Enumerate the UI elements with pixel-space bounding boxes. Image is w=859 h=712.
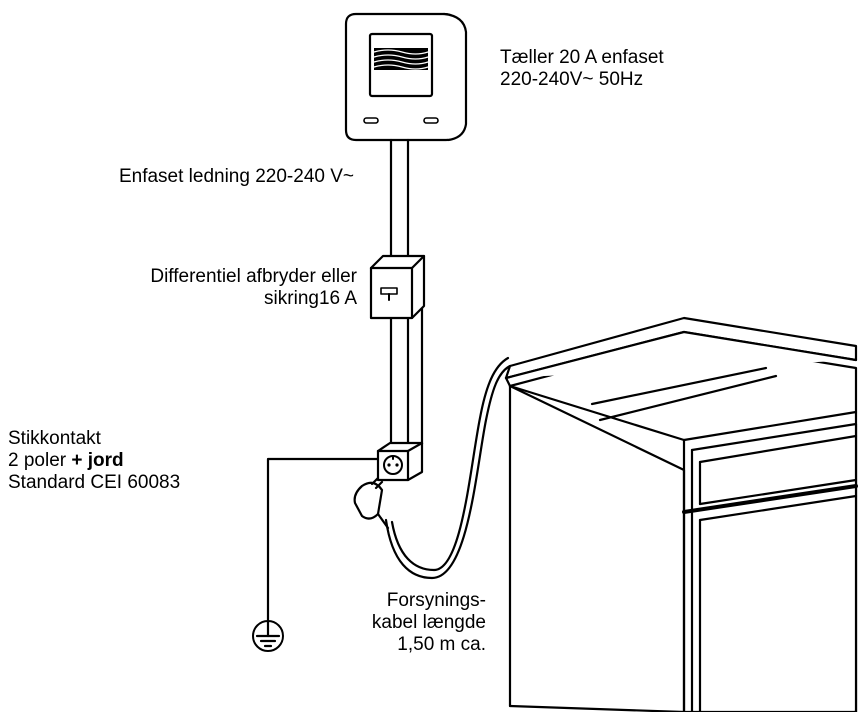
cable-label-line: Enfaset ledning 220-240 V~ xyxy=(118,166,354,187)
meter-label: Tæller 20 A enfaset 220-240V~ 50Hz xyxy=(500,47,664,91)
electricity-meter-icon xyxy=(344,12,468,142)
breaker-label-line1: Differentiel afbryder eller xyxy=(150,266,357,287)
breaker-box-icon xyxy=(369,254,426,320)
oven-supply-cable xyxy=(384,356,512,580)
oven-icon xyxy=(504,316,858,712)
socket-label-earth: + jord xyxy=(71,450,124,471)
ground-wire xyxy=(266,457,380,622)
wall-socket-icon xyxy=(376,441,424,482)
socket-label-line1: Stikkontakt xyxy=(8,428,101,449)
cable-label: Enfaset ledning 220-240 V~ xyxy=(119,166,354,188)
breaker-label-line2: sikring16 A xyxy=(264,288,357,309)
socket-label-line2: 2 poler + jord xyxy=(8,450,180,472)
plug-icon xyxy=(353,476,390,530)
supply-label-line2: kabel længde xyxy=(371,612,486,633)
meter-label-line1: Tæller 20 A enfaset xyxy=(500,47,664,68)
supply-cable-label: Forsynings- kabel længde 1,50 m ca. xyxy=(372,590,486,656)
supply-label-line1: Forsynings- xyxy=(386,590,486,611)
socket-label-poles: 2 poler xyxy=(8,450,72,471)
breaker-label: Differentiel afbryder eller sikring16 A xyxy=(150,266,357,310)
supply-label-line3: 1,50 m ca. xyxy=(397,634,486,655)
meter-label-line2: 220-240V~ 50Hz xyxy=(500,69,644,90)
socket-label: Stikkontakt 2 poler + jord Standard CEI … xyxy=(8,428,180,494)
socket-label-line3: Standard CEI 60083 xyxy=(8,472,181,493)
ground-symbol-icon xyxy=(252,619,284,652)
